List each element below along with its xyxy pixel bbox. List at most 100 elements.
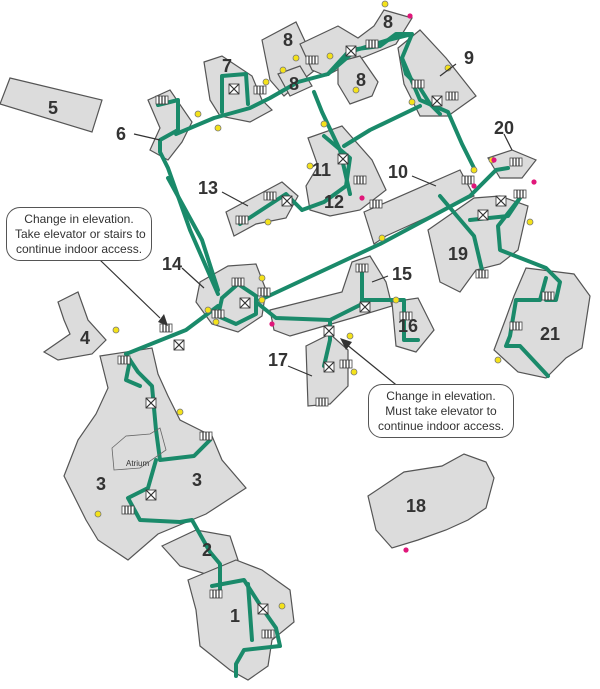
- building-number-8a[interactable]: 8: [283, 30, 293, 50]
- accessible-entrance-dot-icon[interactable]: [403, 547, 409, 553]
- entrance-dot-icon[interactable]: [352, 86, 360, 94]
- leaders-layer: [99, 63, 513, 389]
- building-numbers-layer: 5 6 7 8 8 8 8 9 11 12 13 10 20 19 21 14 …: [48, 12, 560, 626]
- building-number-19[interactable]: 19: [448, 244, 468, 264]
- entrance-dot-icon[interactable]: [292, 54, 300, 62]
- entrance-dot-icon[interactable]: [194, 110, 202, 118]
- stairs-icon: [353, 175, 367, 185]
- callout-1-line-3: continue indoor access.: [15, 242, 143, 256]
- building-number-18[interactable]: 18: [406, 496, 426, 516]
- entrance-dot-icon[interactable]: [264, 218, 272, 226]
- building-number-2[interactable]: 2: [202, 540, 212, 560]
- stairs-icon: [235, 215, 249, 225]
- building-1-shape[interactable]: [187, 559, 295, 681]
- building-number-11[interactable]: 11: [312, 160, 331, 180]
- accessible-entrance-dot-icon[interactable]: [531, 179, 537, 185]
- callout-2-line-1: Change in elevation.: [386, 389, 496, 403]
- entrance-dot-icon[interactable]: [526, 218, 534, 226]
- building-number-5[interactable]: 5: [48, 98, 58, 118]
- entrance-dot-icon[interactable]: [320, 120, 328, 128]
- leader-15: [371, 275, 389, 283]
- elevator-icon: [477, 209, 489, 221]
- entrance-dot-icon[interactable]: [212, 318, 220, 326]
- entrance-dot-icon[interactable]: [326, 52, 334, 60]
- building-number-13[interactable]: 13: [198, 178, 218, 198]
- building-number-9[interactable]: 9: [464, 48, 474, 68]
- entrance-dot-icon[interactable]: [278, 602, 286, 610]
- entrance-dot-icon[interactable]: [258, 296, 266, 304]
- route-9-to-11: [342, 104, 422, 148]
- stairs-icon: [261, 629, 275, 639]
- building-number-21[interactable]: 21: [540, 324, 560, 344]
- building-number-15[interactable]: 15: [392, 264, 412, 284]
- building-number-12[interactable]: 12: [324, 192, 344, 212]
- stairs-icon: [355, 263, 369, 273]
- accessible-entrance-dot-icon[interactable]: [491, 157, 497, 163]
- route-8-to-12: [312, 90, 352, 196]
- elevator-icon: [495, 195, 507, 207]
- elevator-icon: [281, 195, 293, 207]
- entrance-dot-icon[interactable]: [350, 368, 358, 376]
- building-18-shape[interactable]: [367, 453, 495, 549]
- route-19: [438, 194, 484, 272]
- entrance-dot-icon[interactable]: [392, 296, 400, 304]
- callout-elevator-or-stairs: Change in elevation. Take elevator or st…: [6, 207, 152, 261]
- entrance-dot-icon[interactable]: [204, 306, 212, 314]
- entrance-dot-icon[interactable]: [306, 162, 314, 170]
- building-number-7[interactable]: 7: [222, 56, 232, 76]
- accessible-entrance-dot-icon[interactable]: [407, 13, 413, 19]
- callout-arrowhead-1: [158, 314, 168, 326]
- stairs-icon: [509, 157, 523, 167]
- elevator-icon: [239, 297, 251, 309]
- building-number-8b[interactable]: 8: [383, 12, 393, 32]
- building-8d-shape[interactable]: [337, 55, 379, 105]
- stairs-icon: [121, 505, 135, 515]
- building-number-17[interactable]: 17: [268, 350, 288, 370]
- entrance-dot-icon[interactable]: [494, 356, 502, 364]
- building-number-10[interactable]: 10: [388, 162, 408, 182]
- entrances-layer: [94, 0, 537, 610]
- building-number-3a[interactable]: 3: [96, 474, 106, 494]
- entrance-dot-icon[interactable]: [346, 332, 354, 340]
- building-number-20[interactable]: 20: [494, 118, 514, 138]
- route-14-to-4: [124, 304, 220, 356]
- accessible-entrance-dot-icon[interactable]: [471, 183, 477, 189]
- entrance-dot-icon[interactable]: [470, 166, 478, 174]
- elevator-icon: [173, 339, 185, 351]
- route-3c: [126, 458, 222, 594]
- entrance-dot-icon[interactable]: [408, 98, 416, 106]
- stairs-icon: [365, 39, 379, 49]
- entrance-dot-icon[interactable]: [214, 124, 222, 132]
- entrance-dot-icon[interactable]: [279, 66, 287, 74]
- building-number-1[interactable]: 1: [230, 606, 240, 626]
- building-number-6[interactable]: 6: [116, 124, 126, 144]
- building-5-shape[interactable]: [0, 77, 103, 133]
- entrance-dot-icon[interactable]: [262, 78, 270, 86]
- entrance-dot-icon[interactable]: [176, 408, 184, 416]
- entrance-dot-icon[interactable]: [112, 326, 120, 334]
- entrance-dot-icon[interactable]: [378, 234, 386, 242]
- building-4-shape[interactable]: [42, 291, 107, 361]
- building-number-3b[interactable]: 3: [192, 470, 202, 490]
- accessible-entrance-dot-icon[interactable]: [359, 195, 365, 201]
- stairs-icon: [445, 91, 459, 101]
- building-number-4[interactable]: 4: [80, 328, 90, 348]
- building-number-16[interactable]: 16: [398, 316, 418, 336]
- route-7-loop: [220, 72, 250, 114]
- callout-arrow-1: [99, 259, 161, 319]
- accessible-entrance-dot-icon[interactable]: [269, 321, 275, 327]
- stairs-icon: [509, 321, 523, 331]
- building-number-14[interactable]: 14: [162, 254, 182, 274]
- building-21-shape[interactable]: [493, 267, 591, 379]
- building-number-8c[interactable]: 8: [289, 74, 299, 94]
- route-1b: [246, 582, 254, 642]
- atrium-outline: [111, 427, 167, 471]
- stairs-icon: [117, 355, 131, 365]
- entrance-dot-icon[interactable]: [258, 274, 266, 282]
- entrance-dot-icon[interactable]: [381, 0, 389, 8]
- leader-17: [287, 365, 313, 377]
- atrium-label: Atrium: [126, 459, 149, 468]
- building-3-shape[interactable]: [63, 347, 247, 561]
- entrance-dot-icon[interactable]: [94, 510, 102, 518]
- building-number-8d[interactable]: 8: [356, 70, 366, 90]
